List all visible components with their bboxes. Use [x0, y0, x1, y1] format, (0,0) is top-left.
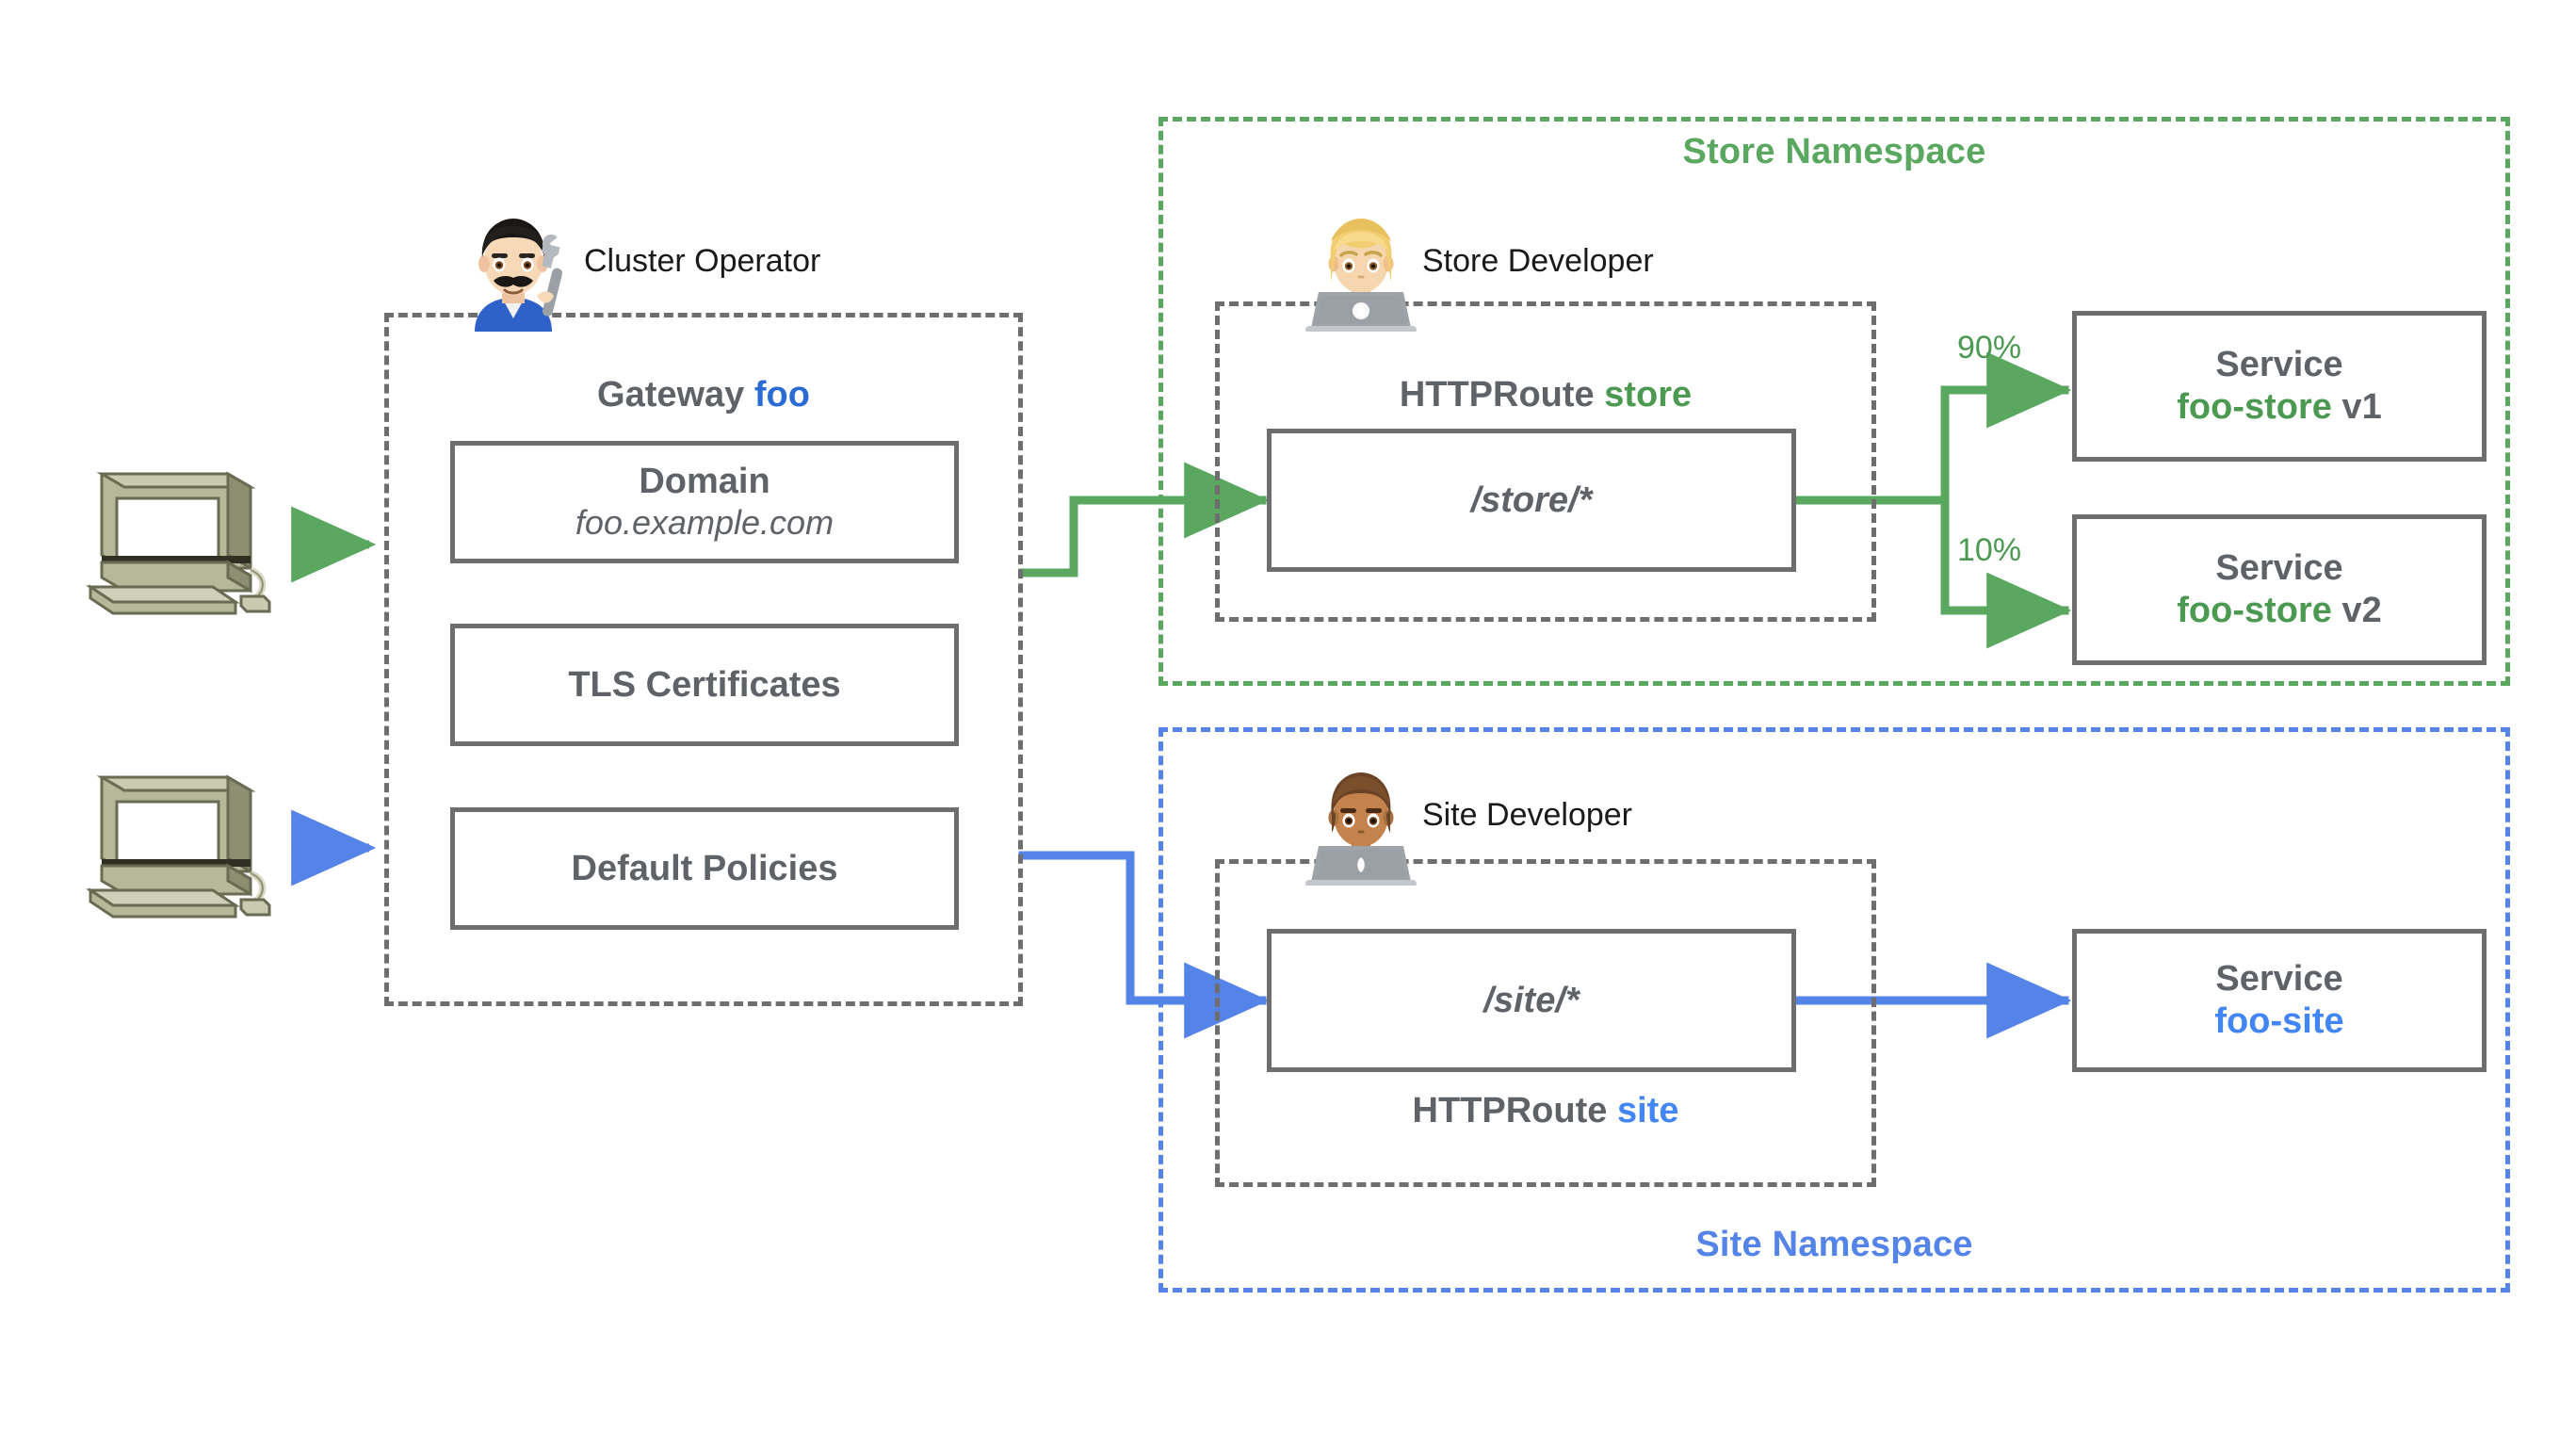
service-v1-line1: Service: [2215, 345, 2343, 385]
domain-card-title: Domain: [639, 462, 770, 502]
store-route-heading: HTTPRoute store: [1215, 375, 1876, 415]
store-match-card[interactable]: /store/*: [1267, 429, 1796, 572]
man-technologist-emoji: [1300, 763, 1422, 886]
site-developer-label: Site Developer: [1422, 797, 1633, 833]
service-site-line1: Service: [2215, 959, 2343, 1000]
woman-technologist-emoji: [1300, 209, 1422, 332]
site-namespace-box: [1158, 727, 2510, 1293]
service-v2-line1: Service: [2215, 548, 2343, 589]
client-terminal-bottom: [75, 762, 283, 927]
site-namespace-title: Site Namespace: [1695, 1225, 1973, 1264]
site-route-group-box: [1215, 859, 1876, 1187]
store-route-heading-prefix: HTTPRoute: [1399, 375, 1595, 415]
policies-card[interactable]: Default Policies: [450, 807, 959, 930]
store-namespace-title: Store Namespace: [1682, 132, 1986, 171]
tls-card-title: TLS Certificates: [568, 664, 841, 705]
site-route-heading: HTTPRoute site: [1215, 1091, 1876, 1131]
service-v1-version: v1: [2341, 387, 2382, 427]
store-route-group-box: [1215, 301, 1876, 622]
site-match-text: /site/*: [1483, 980, 1580, 1020]
service-v1-line2: foo-store v1: [2177, 386, 2382, 429]
gateway-heading: Gateway foo: [384, 375, 1023, 415]
service-v2-name: foo-store: [2177, 591, 2332, 630]
store-namespace-box: [1158, 117, 2510, 686]
site-match-card[interactable]: /site/*: [1267, 929, 1796, 1072]
site-route-heading-prefix: HTTPRoute: [1412, 1091, 1608, 1130]
policies-card-title: Default Policies: [571, 848, 838, 888]
store-match-text: /store/*: [1470, 480, 1593, 520]
domain-card[interactable]: Domain foo.example.com: [450, 441, 959, 563]
gateway-heading-prefix: Gateway: [597, 375, 745, 415]
service-foo-site[interactable]: Service foo-site: [2072, 929, 2487, 1072]
tls-card[interactable]: TLS Certificates: [450, 624, 959, 746]
store-route-heading-name: store: [1604, 375, 1693, 415]
service-v2-line2: foo-store v2: [2177, 590, 2382, 632]
service-site-name: foo-site: [2214, 1001, 2344, 1041]
service-v2-version: v2: [2341, 591, 2382, 630]
site-route-heading-name: site: [1616, 1091, 1679, 1130]
service-v1-name: foo-store: [2177, 387, 2332, 427]
service-foo-store-v1[interactable]: Service foo-store v1: [2072, 311, 2487, 462]
service-foo-store-v2[interactable]: Service foo-store v2: [2072, 514, 2487, 665]
gateway-group-box: [384, 313, 1023, 1006]
store-developer-label: Store Developer: [1422, 243, 1654, 279]
cluster-operator-label: Cluster Operator: [584, 243, 821, 279]
client-terminal-top: [75, 459, 283, 624]
domain-card-subtitle: foo.example.com: [575, 503, 834, 543]
gateway-heading-name: foo: [753, 375, 810, 415]
store-v2-weight-label: 10%: [1957, 532, 2022, 568]
store-v1-weight-label: 90%: [1957, 330, 2022, 366]
man-mechanic-emoji: [452, 209, 575, 332]
